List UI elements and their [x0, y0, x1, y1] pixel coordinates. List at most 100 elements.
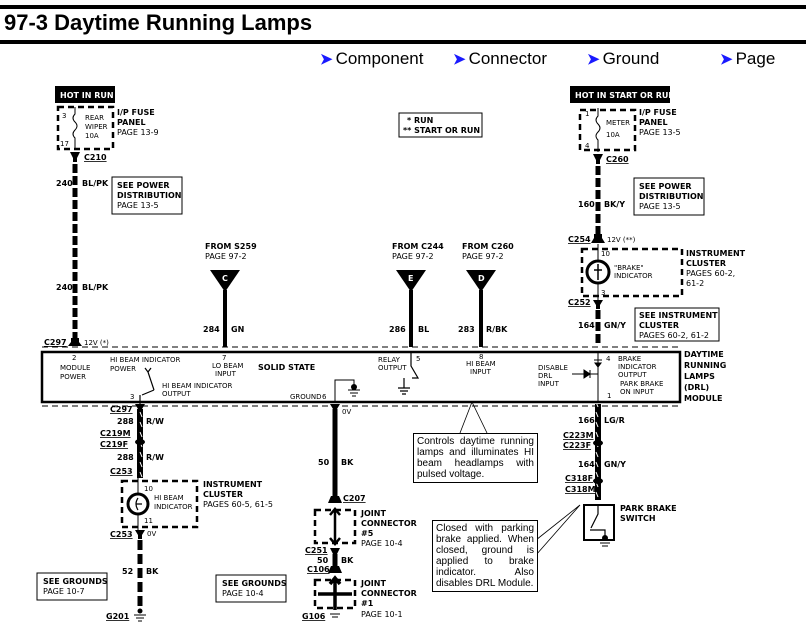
cluster-label: INSTRUMENT [203, 480, 263, 489]
wire-circuit: 164 [578, 460, 595, 469]
panel-label: I/P FUSE [117, 108, 155, 117]
connector-c223m[interactable]: C223M [563, 431, 594, 440]
svg-text:** START OR RUN: ** START OR RUN [403, 126, 480, 135]
connector-c318m[interactable]: C318M [565, 485, 596, 494]
nav-label: Page [735, 49, 776, 68]
ground-g201[interactable]: G201 [106, 612, 130, 621]
wire-color: BK [341, 556, 354, 565]
svg-text:SEE GROUNDS: SEE GROUNDS [222, 579, 287, 588]
module-name: DAYTIME [684, 350, 724, 359]
hi-beam-input-label: HI BEAM [466, 360, 496, 368]
see-grounds-box-left[interactable]: SEE GROUNDS PAGE 10-7 [36, 572, 108, 601]
connector-c253[interactable]: C253 [110, 467, 133, 476]
wire-color: R/W [146, 453, 164, 462]
cluster-label2: CLUSTER [686, 259, 726, 268]
connector-c219f[interactable]: C219F [100, 440, 128, 449]
svg-text:HOT IN START OR RUN: HOT IN START OR RUN [575, 91, 675, 100]
connector-c253b-icon [135, 530, 145, 539]
svg-text:SEE GROUNDS: SEE GROUNDS [43, 577, 108, 586]
connector-c297b-icon [135, 404, 145, 409]
svg-text:GN: GN [231, 325, 244, 334]
connector-c254[interactable]: C254 [568, 235, 591, 244]
nav-component-link[interactable]: ➤Component [320, 49, 423, 69]
wire-circuit: 288 [117, 417, 134, 426]
svg-text:* RUN: * RUN [407, 116, 433, 125]
wire-color: BL/PK [82, 283, 109, 292]
hot-in-start-or-run-label: HOT IN START OR RUN [570, 86, 675, 103]
ground-g106[interactable]: G106 [302, 612, 326, 621]
connector-c253-lower[interactable]: C253 [110, 530, 133, 539]
fuse-pin-bottom: 17 [60, 140, 69, 148]
connector-c106[interactable]: C106 [307, 565, 330, 574]
pin-label: 8 [479, 353, 483, 361]
connector-c297[interactable]: C297 [44, 338, 67, 347]
see-power-distribution-box-left[interactable]: SEE POWER DISTRIBUTION PAGE 13-5 [111, 176, 183, 215]
see-grounds-box-center[interactable]: SEE GROUNDS PAGE 10-4 [215, 574, 287, 603]
connector-c210[interactable]: C210 [84, 153, 107, 162]
disable-drl-label2: DRL [538, 372, 552, 380]
nav-ground-link[interactable]: ➤Ground [587, 49, 659, 69]
module-name5: MODULE [684, 394, 722, 403]
nav-page-link[interactable]: ➤Page [720, 49, 775, 69]
left-fuse-box [56, 105, 115, 151]
fuse-rating: 10A [606, 131, 620, 139]
connector-c297-icon [68, 338, 82, 346]
panel-label2: PANEL [639, 118, 668, 127]
nav-connector-link[interactable]: ➤Connector [453, 49, 547, 69]
cluster-pages: PAGES 60-5, 61-5 [203, 500, 273, 509]
indicator-label2: INDICATOR [614, 272, 653, 280]
wire-circuit: 52 [122, 567, 133, 576]
brake-output-label2: INDICATOR [618, 363, 657, 371]
connector-c260[interactable]: C260 [606, 155, 629, 164]
svg-text:FROM C244: FROM C244 [392, 242, 444, 251]
connector-c106-icon [328, 566, 342, 573]
connector-c207[interactable]: C207 [343, 494, 366, 503]
svg-text:SEE POWER: SEE POWER [117, 181, 170, 190]
hibeam-switch-icon [139, 367, 155, 405]
svg-text:DISTRIBUTION: DISTRIBUTION [117, 191, 182, 200]
see-power-distribution-box-right[interactable]: SEE POWER DISTRIBUTION PAGE 13-5 [633, 177, 705, 216]
svg-text:SEE POWER: SEE POWER [639, 182, 692, 191]
jc1-page: PAGE 10-1 [361, 610, 403, 619]
connector-ground6-icon [330, 404, 340, 409]
connector-c252[interactable]: C252 [568, 298, 591, 307]
panel-label2: PANEL [117, 118, 146, 127]
svg-text:284: 284 [203, 325, 220, 334]
right-fuse-box [578, 108, 637, 152]
disable-drl-label: DISABLE [538, 364, 568, 372]
park-brake-switch-box[interactable] [583, 504, 615, 541]
svg-text:SEE INSTRUMENT: SEE INSTRUMENT [639, 311, 718, 320]
voltage-label: 0V [147, 530, 156, 538]
connector-c223f[interactable]: C223F [563, 441, 591, 450]
module-power-label2: POWER [60, 373, 86, 381]
ground-g201-icon [134, 608, 146, 622]
disable-drl-label3: INPUT [538, 380, 560, 388]
indicator-label: "BRAKE" [614, 264, 644, 272]
drl-module-box[interactable] [40, 350, 682, 404]
connector-c219m[interactable]: C219M [100, 429, 131, 438]
connector-c318f[interactable]: C318F [565, 474, 593, 483]
relay-output-label2: OUTPUT [378, 364, 407, 372]
wire-color: LG/R [604, 416, 625, 425]
pin-label: 10 [601, 250, 610, 258]
input-d[interactable]: FROM C260 PAGE 97-2 D 283 R/BK [458, 242, 514, 347]
svg-text:CLUSTER: CLUSTER [639, 321, 679, 330]
input-c[interactable]: FROM S259 PAGE 97-2 C 284 GN [203, 242, 257, 347]
hibeam-power-label2: POWER [110, 365, 136, 373]
wire-color: R/W [146, 417, 164, 426]
lo-beam-label2: INPUT [215, 370, 237, 378]
ground-label: GROUND [290, 393, 322, 401]
connector-c251[interactable]: C251 [305, 546, 328, 555]
input-e[interactable]: FROM C244 PAGE 97-2 E 286 BL [389, 242, 444, 347]
connector-c297-lower[interactable]: C297 [110, 405, 133, 414]
jc5-label3: #5 [361, 529, 374, 538]
module-note: Controls daytime running lamps and illum… [413, 433, 538, 483]
switch-note-leader [535, 504, 581, 556]
svg-text:D: D [478, 274, 485, 283]
jc5-label2: CONNECTOR [361, 519, 417, 528]
see-instrument-cluster-box[interactable]: SEE INSTRUMENT CLUSTER PAGES 60-2, 61-2 [634, 307, 720, 342]
module-name4: (DRL) [684, 383, 709, 392]
relay-output-label: RELAY [378, 356, 401, 364]
wire-color: BK [146, 567, 159, 576]
fuse-pin-top: 1 [585, 110, 589, 118]
